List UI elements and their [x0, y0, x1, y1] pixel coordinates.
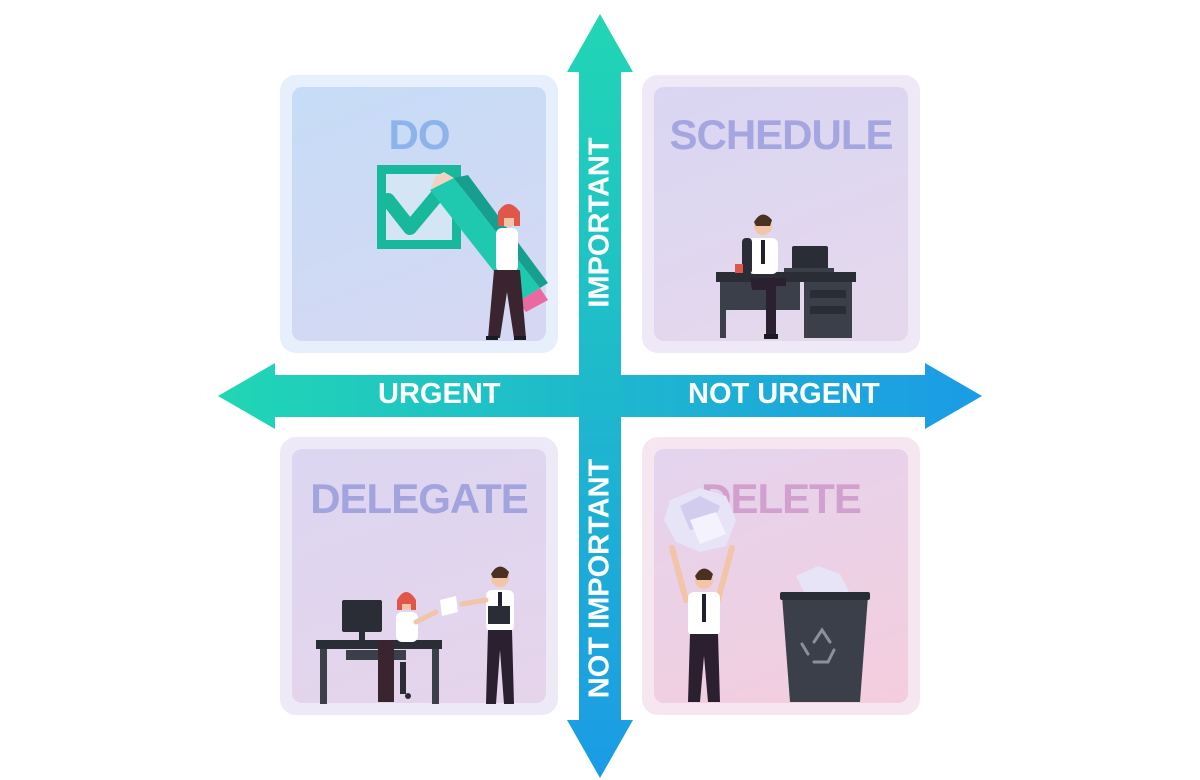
quadrant-schedule-title: SCHEDULE	[669, 111, 893, 158]
crumpled-paper-icon	[664, 488, 736, 552]
desk-icon	[716, 272, 856, 338]
man-with-paper-figure	[669, 545, 735, 702]
axis-label-important: IMPORTANT	[583, 137, 616, 308]
vertical-axis-arrow	[567, 14, 633, 778]
mug-icon	[735, 264, 743, 273]
quadrant-delegate-title: DELEGATE	[310, 475, 529, 522]
quadrant-delegate: DELEGATE	[280, 437, 558, 715]
quadrant-do-title: DO	[388, 111, 451, 158]
man-standing-figure	[459, 566, 514, 704]
man-at-laptop-figure	[742, 214, 786, 339]
monitor-icon	[342, 600, 382, 640]
woman-figure	[486, 204, 526, 340]
axis-label-urgent: URGENT	[378, 378, 501, 410]
paper-handoff-icon	[440, 596, 458, 616]
recycle-bin-icon	[780, 566, 870, 702]
axis-label-not-important: NOT IMPORTANT	[583, 458, 616, 699]
axis-label-not-urgent: NOT URGENT	[688, 378, 880, 410]
woman-at-desk-figure	[378, 592, 439, 702]
laptop-icon	[784, 246, 834, 272]
